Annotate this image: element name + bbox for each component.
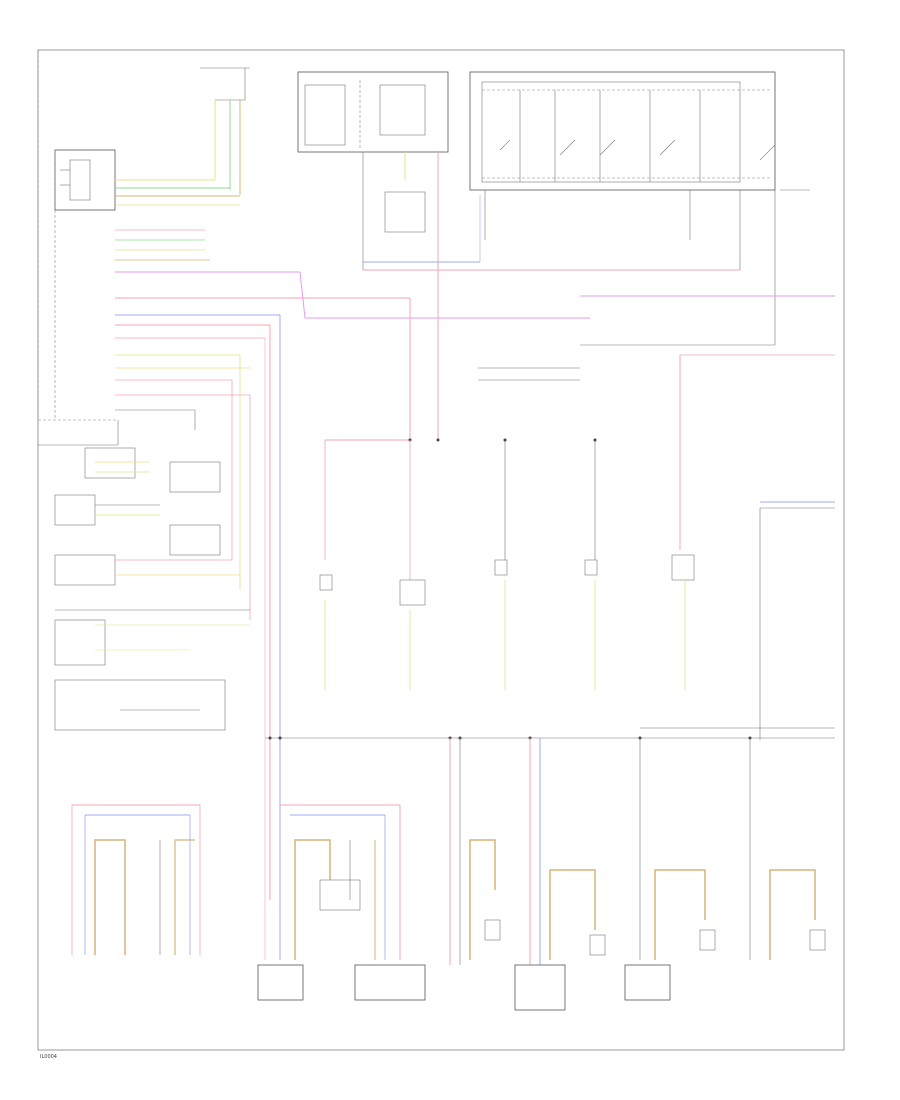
bottom-lamp-left [71,804,201,955]
bottom-lamp-center-left [257,839,426,1001]
top-stub-connector [200,67,250,195]
right-buses [478,295,835,740]
left-submodules [38,419,250,731]
footer-code: IL0004 [40,1054,57,1060]
relay-box-top-right [469,71,810,345]
middle-circuits [319,438,695,690]
module-output-wires [115,179,580,900]
lower-feeds [264,338,541,965]
fuse-box-top-center [297,71,740,440]
bottom-lamp-center [469,839,606,1011]
control-module-top-left [54,149,116,420]
bottom-lamp-right [624,869,826,1001]
diagram-frame [37,49,845,1051]
